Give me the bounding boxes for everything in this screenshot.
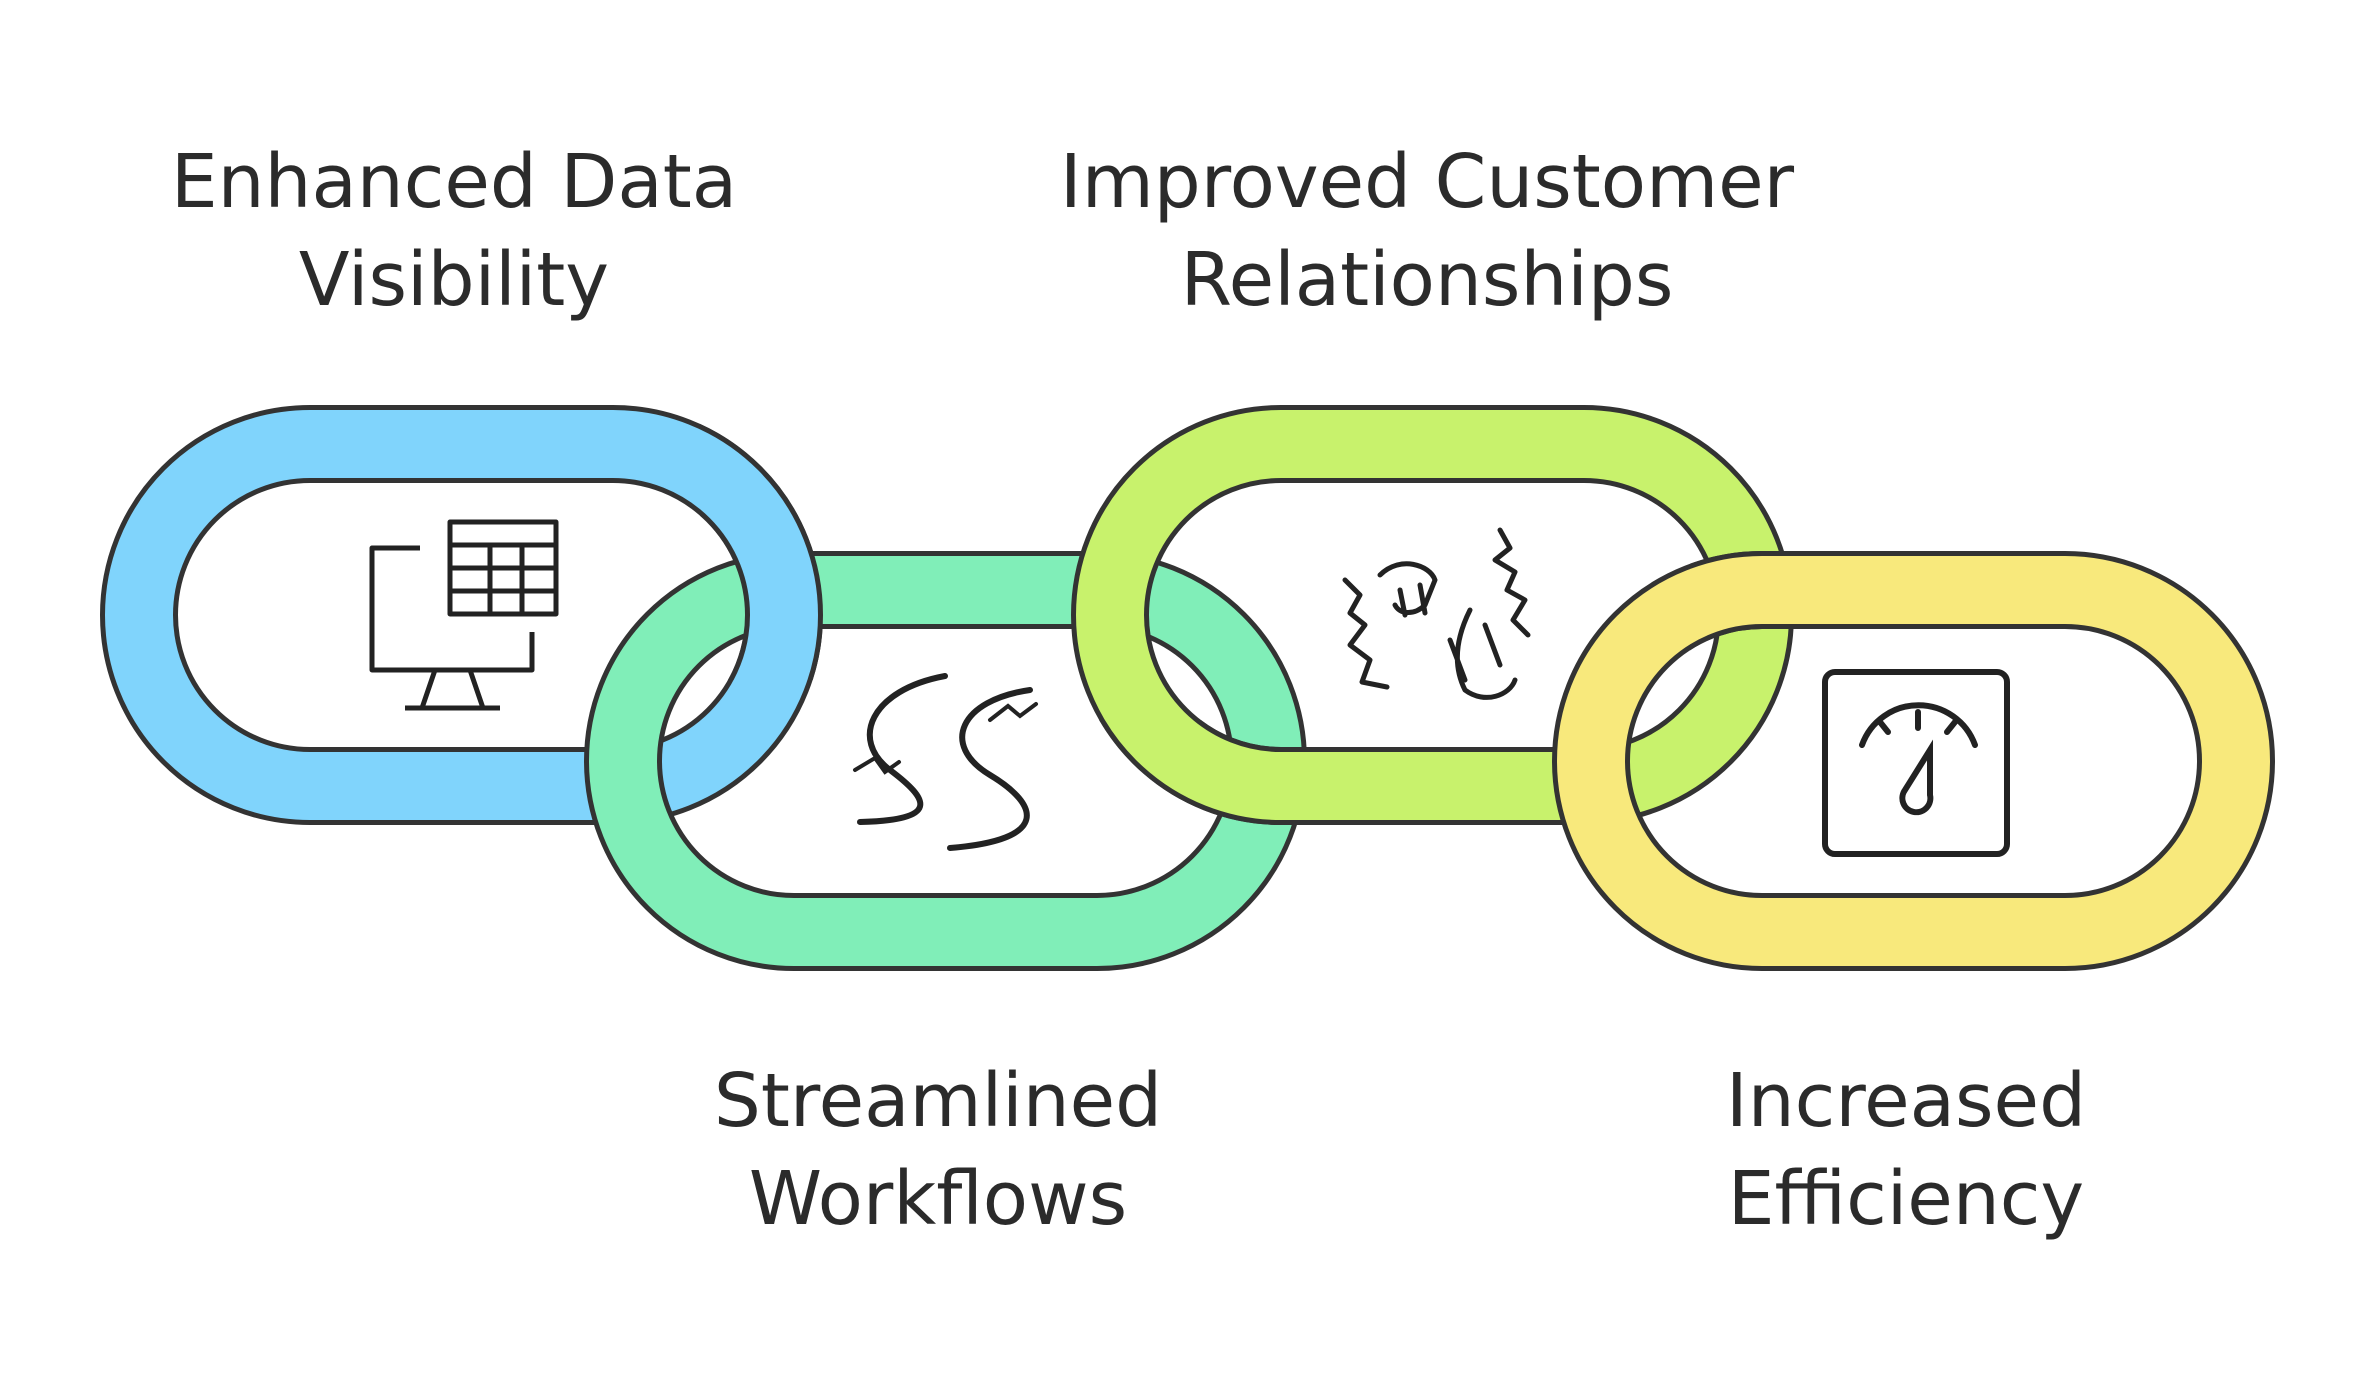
chain-link-1 [700, 423, 823, 680]
chain-link-4 [1552, 551, 2275, 971]
label-enhanced-data-visibility: Enhanced Data Visibility [54, 133, 854, 329]
label-line: Visibility [298, 237, 610, 323]
speedometer-icon [1822, 669, 2010, 857]
label-line: Streamlined [713, 1058, 1163, 1144]
label-line: Enhanced Data [170, 139, 738, 225]
label-line: Relationships [1180, 237, 1674, 323]
winding-road-icon [853, 673, 1038, 851]
label-increased-efficiency: Increased Efficiency [1506, 1052, 2306, 1248]
label-line: Improved Customer [1059, 139, 1795, 225]
label-line: Workflows [748, 1156, 1128, 1242]
monitor-spreadsheet-icon [369, 519, 559, 711]
handshake-icon [1342, 527, 1531, 700]
label-streamlined-workflows: Streamlined Workflows [538, 1052, 1338, 1248]
label-line: Increased [1725, 1058, 2087, 1144]
label-improved-customer-relationships: Improved Customer Relationships [1027, 133, 1827, 329]
label-line: Efficiency [1727, 1156, 2085, 1242]
